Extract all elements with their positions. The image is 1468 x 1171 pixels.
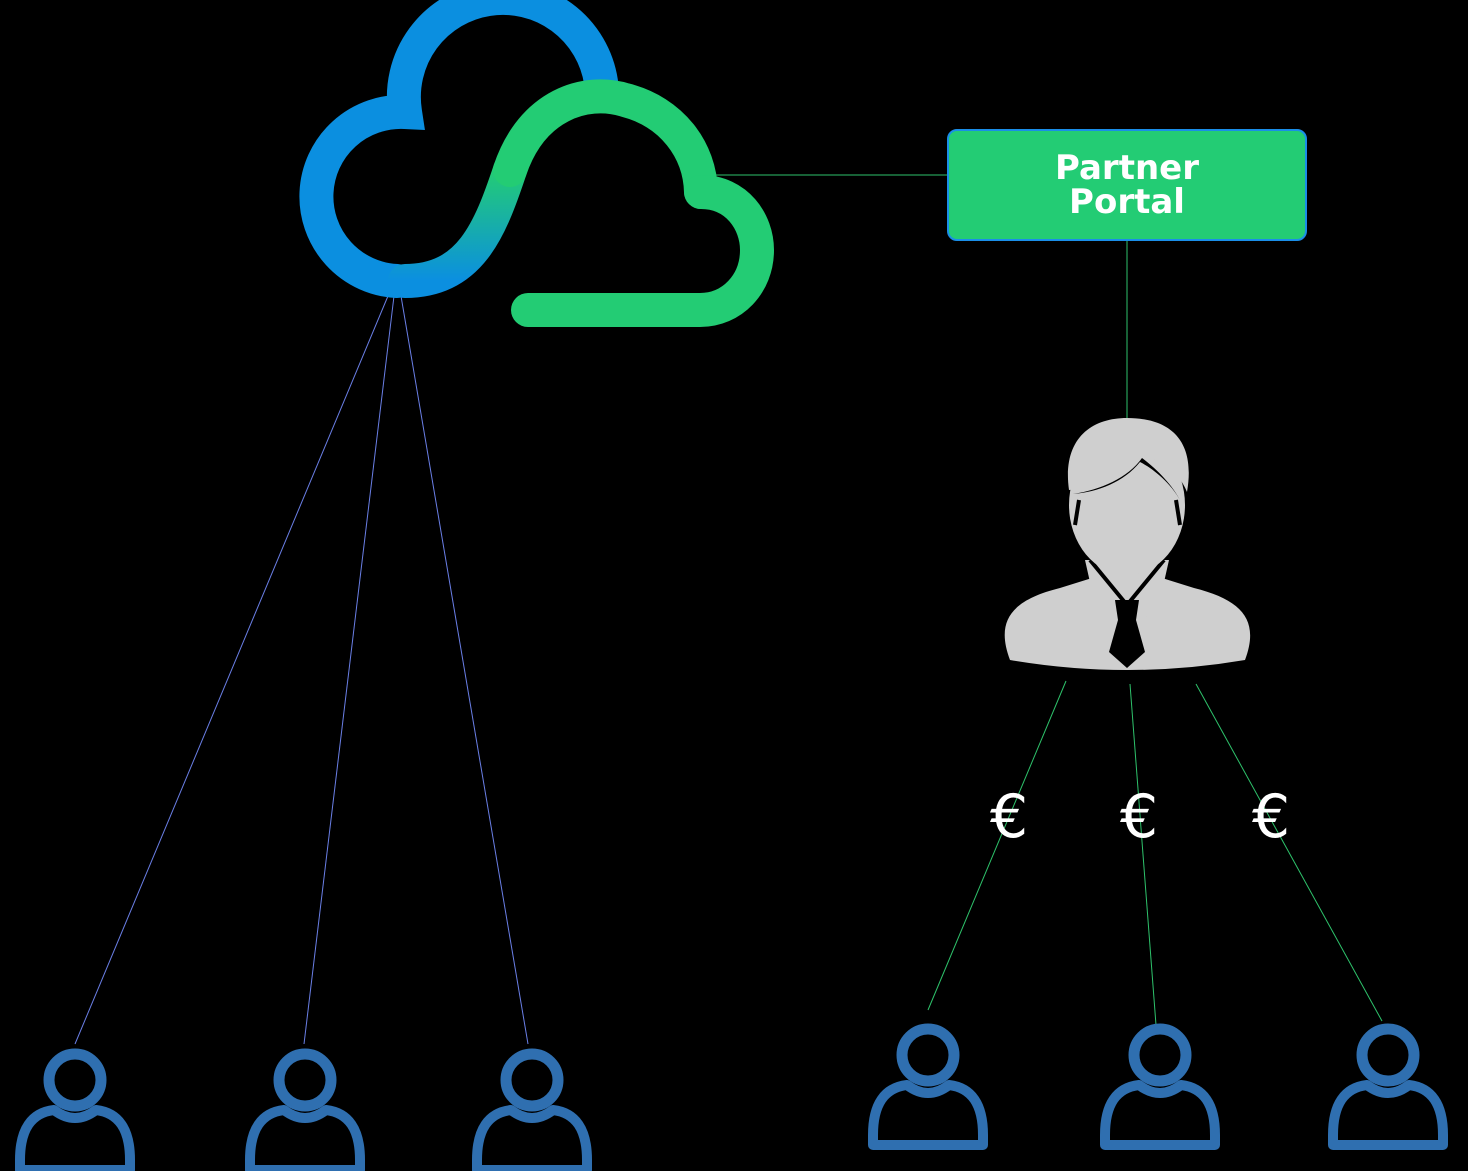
user-outline-icon — [20, 1054, 130, 1170]
connector-cloud-user-1 — [74, 295, 389, 1045]
user-outline-icon — [873, 1029, 983, 1145]
euro-symbol: € — [1120, 782, 1159, 852]
user-outline-icon — [250, 1054, 360, 1170]
user-outline-icon — [477, 1054, 587, 1170]
connector-reseller-customer-1 — [927, 680, 1067, 1011]
euro-symbol: € — [1252, 782, 1291, 852]
connector-reseller-customer-3 — [1195, 683, 1383, 1022]
user-outline-icon — [1105, 1029, 1215, 1145]
direct-users — [20, 1054, 587, 1170]
partner-customers — [873, 1029, 1443, 1145]
cloud-logo-icon — [299, 0, 775, 327]
connector-reseller-customer-2 — [1129, 683, 1157, 1026]
connector-cloud-user-3 — [400, 295, 529, 1045]
euro-symbol: € — [990, 782, 1029, 852]
user-outline-icon — [1333, 1029, 1443, 1145]
partner-portal-label-line2: Portal — [1069, 182, 1185, 222]
cloud-to-users-connectors — [74, 295, 529, 1045]
businessman-icon — [1004, 418, 1251, 670]
partner-portal-label-line1: Partner — [1054, 148, 1199, 188]
partner-connectors — [716, 174, 1383, 1026]
partner-portal-button[interactable]: Partner Portal — [947, 129, 1307, 241]
connector-cloud-user-2 — [303, 295, 395, 1045]
